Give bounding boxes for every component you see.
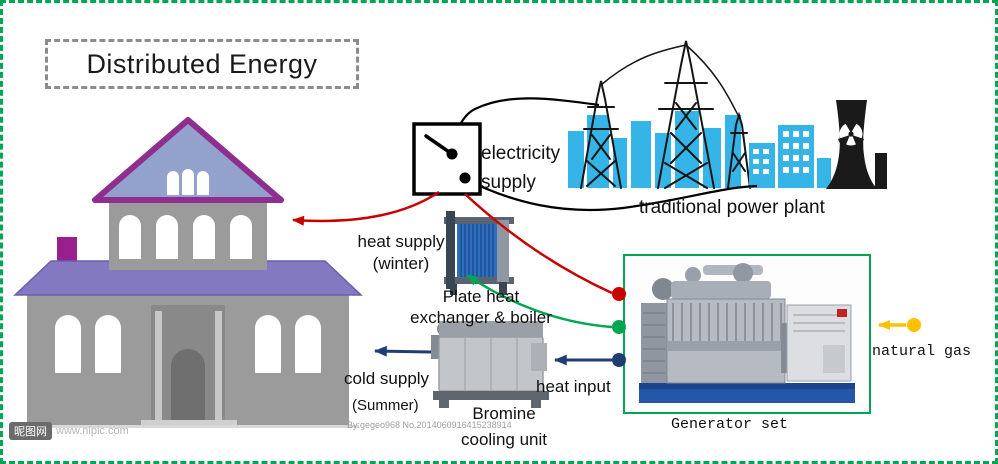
heat-supply-arrow (466, 273, 613, 329)
cold-supply-arrow (373, 345, 432, 357)
cold-supply-label: cold supply (344, 369, 430, 388)
transmission-towers-icon (580, 40, 751, 189)
diagram-canvas (13, 40, 921, 428)
city-skyline (568, 111, 741, 188)
cold-supply-season-label: (Summer) (352, 397, 419, 414)
heat-connection-dot (612, 320, 626, 334)
electricity-supply-arrows (292, 190, 613, 295)
heat-input-label: heat input (536, 377, 611, 396)
radiation-icon (838, 118, 864, 147)
bromine-cooling-unit-label: Bromine cooling unit (460, 404, 547, 450)
electricity-supply-label: electricity supply (481, 143, 561, 194)
heat-supply-label: heat supply (winter) (357, 232, 445, 274)
house-icon (13, 117, 363, 428)
generator-set-icon (623, 254, 871, 414)
watermark-credit: By:gegeo968 No.2014060916415238914 (347, 420, 512, 430)
watermark-site-badge: 昵图网 (9, 422, 52, 440)
power-plant-icon (749, 100, 887, 189)
watermark-site-url: www.nipic.com (56, 425, 129, 437)
natural-gas-label: natural gas (872, 343, 972, 360)
plate-heat-exchanger-icon (444, 211, 514, 295)
diagram-title: Distributed Energy (45, 39, 359, 89)
watermark: 昵图网 www.nipic.com (9, 422, 129, 440)
bromine-cooling-unit-icon (431, 321, 549, 408)
electricity-connection-dot (612, 287, 626, 301)
heat-input-connection-dot (612, 353, 626, 367)
traditional-power-plant-label: traditional power plant (639, 197, 825, 218)
generator-set-label: Generator set (671, 416, 789, 433)
switch-icon (412, 122, 482, 196)
plate-heat-exchanger-label: Plate heat exchanger & boiler (410, 287, 552, 328)
natural-gas-dot (907, 318, 921, 332)
